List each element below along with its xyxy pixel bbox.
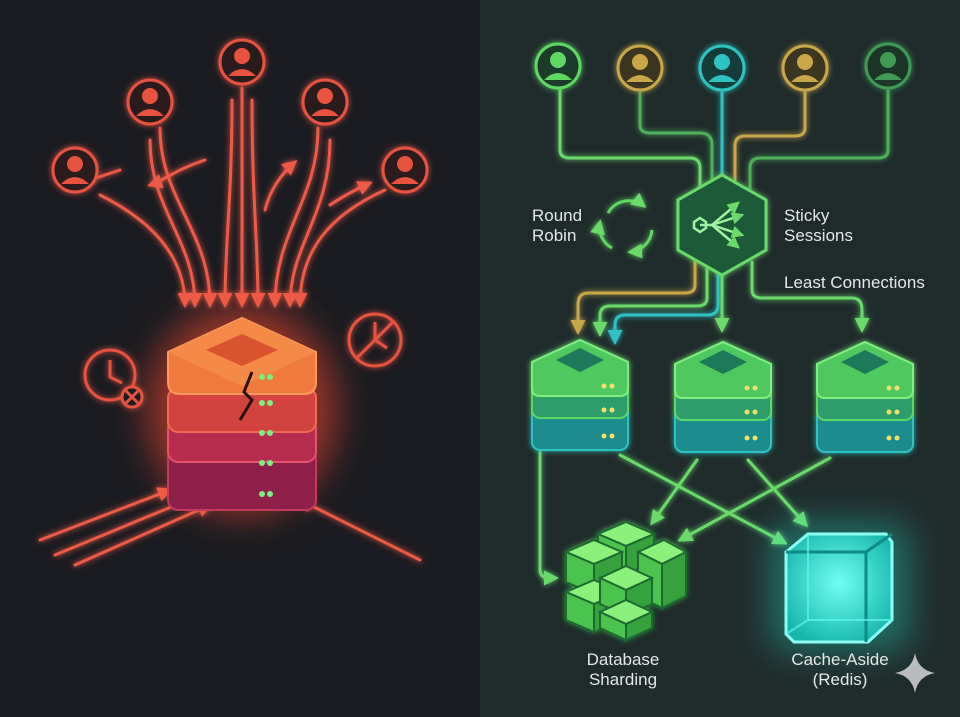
user-icon (781, 44, 829, 92)
users-left (51, 38, 429, 194)
shard-cube (597, 598, 655, 642)
route-line (607, 263, 720, 345)
clock-error-icon (83, 348, 144, 409)
request-line (217, 98, 234, 308)
balanced-scene (531, 42, 935, 693)
route-line (570, 253, 697, 335)
cache-cube-icon (770, 522, 910, 652)
route-line (618, 453, 788, 545)
user-sad-icon (126, 78, 174, 126)
route-line (638, 90, 714, 180)
server-layer (167, 447, 317, 511)
request-line (98, 193, 193, 308)
label-least-connections: Least Connections (784, 273, 925, 292)
request-line (292, 188, 387, 308)
user-icon (698, 44, 746, 92)
server-layer (167, 387, 317, 436)
clock-blocked-icon (347, 312, 403, 368)
request-line (250, 98, 266, 308)
request-line (38, 487, 173, 542)
cycle-arrows-icon (590, 192, 654, 259)
user-sad-icon (301, 78, 349, 126)
label-cache-aside: Cache-Aside (Redis) (791, 650, 889, 689)
route-line (733, 90, 807, 182)
request-line (148, 138, 203, 308)
user-icon (534, 42, 582, 90)
request-line (263, 160, 298, 212)
user-icon (616, 44, 664, 92)
server-stack (674, 340, 772, 453)
request-line (282, 138, 332, 308)
request-line (158, 126, 218, 308)
server-pool (531, 338, 914, 453)
overload-scene (38, 38, 429, 567)
route-line (750, 260, 870, 333)
label-sticky-sessions: Sticky Sessions (784, 206, 853, 245)
routing-lines (538, 88, 890, 586)
label-round-robin: Round Robin (532, 206, 583, 245)
user-sad-icon (381, 146, 429, 194)
request-line (328, 181, 373, 207)
route-line (558, 88, 702, 190)
overloaded-server (167, 316, 317, 511)
user-sad-icon (51, 146, 99, 194)
database-shard-icon (563, 520, 689, 642)
request-line (73, 503, 213, 567)
user-icon (864, 42, 912, 90)
crack-icon (238, 371, 254, 421)
users-right (534, 42, 912, 92)
label-database-sharding: Database Sharding (586, 650, 660, 689)
route-line (746, 458, 808, 528)
sparkle-icon (895, 653, 935, 693)
user-sad-icon (218, 38, 266, 86)
server-stack (531, 338, 629, 451)
load-balancer-icon (676, 173, 768, 277)
route-line (650, 458, 699, 526)
server-layer (167, 316, 317, 395)
request-line (147, 158, 207, 189)
request-line (297, 498, 422, 562)
route-line (592, 260, 709, 337)
request-lines (38, 86, 422, 567)
route-line (677, 456, 832, 542)
server-stack (816, 340, 914, 453)
route-line (748, 88, 890, 190)
route-line (538, 450, 559, 586)
request-line (267, 126, 320, 308)
